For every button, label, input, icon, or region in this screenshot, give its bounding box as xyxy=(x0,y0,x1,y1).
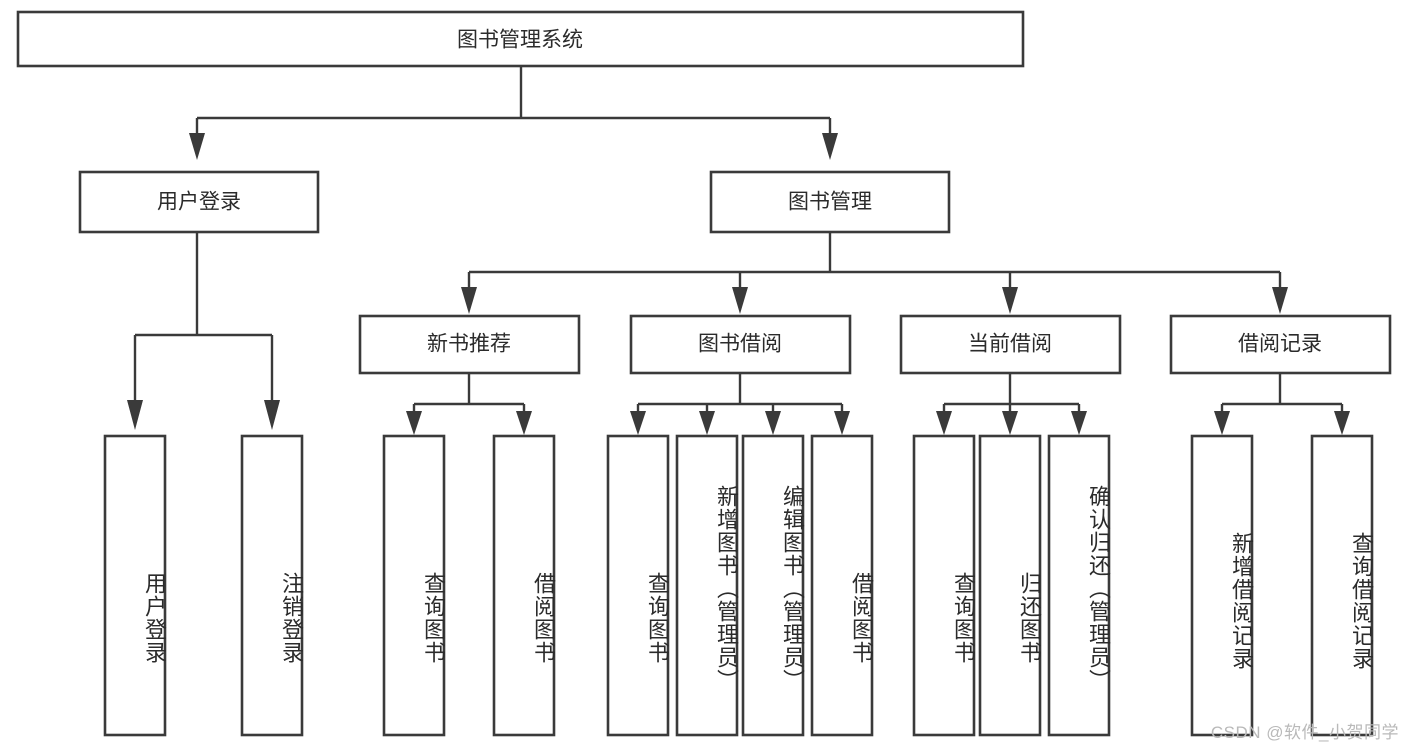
arrow-to-book-borrow xyxy=(732,287,748,314)
leaf-box-book-borrow-3[interactable] xyxy=(741,434,805,737)
arrow-currentborrow-leaf-2 xyxy=(1002,411,1018,435)
connector-newbook-to-leaves xyxy=(406,373,532,435)
leaf-box-new-book-1[interactable] xyxy=(382,434,446,737)
arrow-to-user-login xyxy=(189,133,205,160)
leaf-box-borrow-record-1[interactable] xyxy=(1190,434,1254,737)
leaf-box-current-borrow-2[interactable] xyxy=(978,434,1042,737)
arrow-currentborrow-leaf-1 xyxy=(936,411,952,435)
arrow-bookborrow-leaf-3 xyxy=(765,411,781,435)
csdn-watermark: CSDN @软件_小贺同学 xyxy=(1210,723,1399,742)
borrow-record-label: 借阅记录 xyxy=(1238,333,1322,356)
arrow-borrowrecord-leaf-2 xyxy=(1334,411,1350,435)
arrow-to-borrow-record xyxy=(1272,287,1288,314)
connector-bookmgmt-to-level3 xyxy=(461,233,1288,314)
node-root-book-management-system[interactable]: 图书管理系统 xyxy=(16,10,1025,68)
arrow-bookborrow-leaf-1 xyxy=(630,411,646,435)
leaf-box-user-login-1[interactable] xyxy=(103,434,167,737)
user-login-box xyxy=(78,170,320,234)
arrow-currentborrow-leaf-3 xyxy=(1071,411,1087,435)
leaf-box-new-book-2[interactable] xyxy=(492,434,556,737)
arrow-to-leaf-user-login xyxy=(127,400,143,430)
arrow-newbook-leaf-2 xyxy=(516,411,532,435)
current-borrow-box xyxy=(899,314,1122,375)
arrow-to-current-borrow xyxy=(1002,287,1018,314)
arrow-bookborrow-leaf-4 xyxy=(834,411,850,435)
borrow-record-box xyxy=(1169,314,1392,375)
user-login-label: 用户登录 xyxy=(157,191,241,214)
connector-borrowrecord-to-leaves xyxy=(1214,373,1350,435)
node-book-management[interactable]: 图书管理 xyxy=(709,170,951,234)
connector-bookborrow-to-leaves xyxy=(630,373,850,435)
new-book-recommend-box xyxy=(358,314,581,375)
arrow-to-new-book-recommend xyxy=(461,287,477,314)
node-book-borrow[interactable]: 图书借阅 xyxy=(629,314,852,375)
arrow-newbook-leaf-1 xyxy=(406,411,422,435)
leaf-box-borrow-record-2[interactable] xyxy=(1310,434,1374,737)
leaf-box-book-borrow-4[interactable] xyxy=(810,434,874,737)
leaf-box-user-login-2[interactable] xyxy=(240,434,304,737)
connector-root-to-level2 xyxy=(189,66,838,160)
node-borrow-record[interactable]: 借阅记录 xyxy=(1169,314,1392,375)
node-new-book-recommend[interactable]: 新书推荐 xyxy=(358,314,581,375)
book-borrow-box xyxy=(629,314,852,375)
leaf-box-current-borrow-1[interactable] xyxy=(912,434,976,737)
connector-currentborrow-to-leaves xyxy=(936,373,1087,435)
arrow-to-leaf-logout xyxy=(264,400,280,430)
current-borrow-label: 当前借阅 xyxy=(968,333,1052,356)
book-borrow-label: 图书借阅 xyxy=(698,333,782,356)
node-current-borrow[interactable]: 当前借阅 xyxy=(899,314,1122,375)
book-management-box xyxy=(709,170,951,234)
node-user-login[interactable]: 用户登录 xyxy=(78,170,320,234)
arrow-to-book-management xyxy=(822,133,838,160)
root-box xyxy=(16,10,1025,68)
connector-userlogin-to-leaves xyxy=(127,233,280,430)
root-label: 图书管理系统 xyxy=(457,29,583,52)
leaf-box-current-borrow-3[interactable] xyxy=(1047,434,1111,737)
arrow-borrowrecord-leaf-1 xyxy=(1214,411,1230,435)
leaf-box-book-borrow-1[interactable] xyxy=(606,434,670,737)
book-management-label: 图书管理 xyxy=(788,191,872,214)
leaf-box-book-borrow-2[interactable] xyxy=(675,434,739,737)
arrow-bookborrow-leaf-2 xyxy=(699,411,715,435)
new-book-recommend-label: 新书推荐 xyxy=(427,333,511,356)
